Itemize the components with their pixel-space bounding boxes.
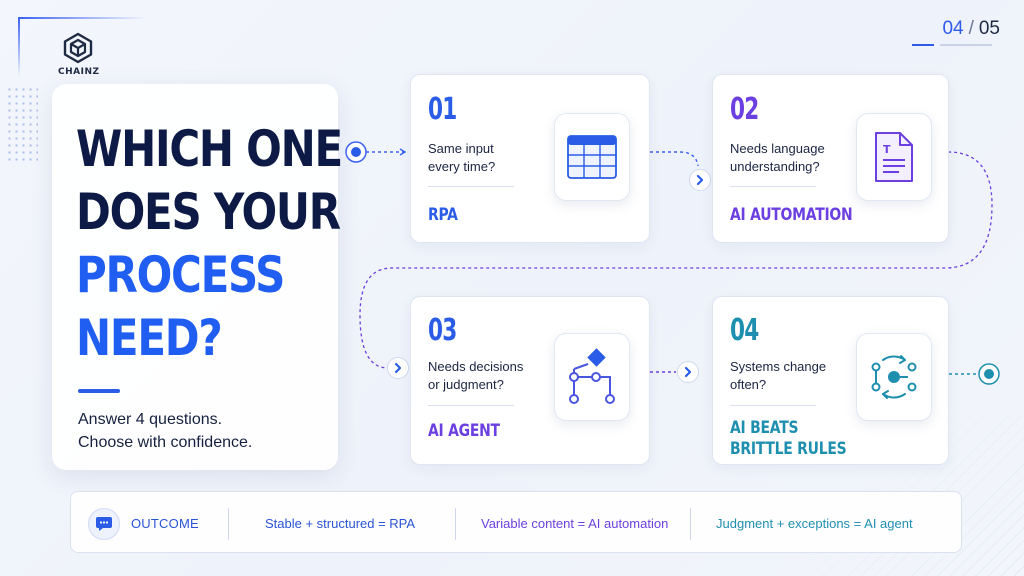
page-current: 04 xyxy=(942,18,964,39)
decorative-dot-grid xyxy=(6,86,38,164)
step-question-line: or judgment? xyxy=(428,377,504,392)
step-answer-line: RPA xyxy=(428,205,458,225)
flow-arrow-node xyxy=(387,357,409,379)
hero-title-line: PROCESS xyxy=(76,246,285,304)
flow-arrow-node xyxy=(677,361,699,383)
card-divider xyxy=(730,405,816,406)
page-separator: / xyxy=(968,18,974,39)
step-answer-line: BRITTLE RULES xyxy=(730,439,847,459)
step-answer-line: AI BEATS xyxy=(730,418,799,438)
chat-bubble-icon xyxy=(96,517,112,531)
card-divider xyxy=(428,186,514,187)
hero-title-line: NEED? xyxy=(76,309,223,367)
hero-subtitle-line: Answer 4 questions. xyxy=(78,411,223,428)
step-icon-box: T xyxy=(856,113,932,201)
outcome-divider xyxy=(690,508,691,540)
hero-divider xyxy=(78,389,120,393)
hero-card xyxy=(52,84,338,470)
step-question-line: Same input xyxy=(428,141,494,156)
card-divider xyxy=(428,405,514,406)
flow-end-node xyxy=(978,363,1000,385)
step-question: Systems change often? xyxy=(730,358,826,394)
step-answer: RPA xyxy=(428,205,458,226)
flow-start-node xyxy=(345,141,367,163)
page-progress-track xyxy=(940,44,992,46)
document-text-icon: T xyxy=(875,132,913,182)
step-question: Needs language understanding? xyxy=(730,140,825,176)
page-progress-active xyxy=(912,44,934,46)
card-divider xyxy=(730,186,816,187)
page-total: 05 xyxy=(978,18,1000,39)
step-question-line: understanding? xyxy=(730,159,820,174)
step-question: Same input every time? xyxy=(428,140,495,176)
step-question-line: Needs language xyxy=(730,141,825,156)
outcome-divider xyxy=(228,508,229,540)
spreadsheet-icon xyxy=(567,135,617,179)
hero-subtitle: Answer 4 questions. Choose with confiden… xyxy=(78,408,252,454)
step-number: 04 xyxy=(730,313,759,348)
step-answer-line: AI AUTOMATION xyxy=(730,205,853,225)
outcome-item-rpa: Stable + structured = RPA xyxy=(265,516,416,531)
step-number: 03 xyxy=(428,313,457,348)
flow-arrow-node xyxy=(689,169,711,191)
step-question-line: Systems change xyxy=(730,359,827,374)
step-answer: AI BEATS BRITTLE RULES xyxy=(730,418,847,460)
hexagon-cube-icon xyxy=(63,32,93,64)
step-answer: AI AUTOMATION xyxy=(730,205,853,226)
svg-text:T: T xyxy=(883,143,891,156)
decorative-frame-line xyxy=(18,17,146,19)
decorative-frame-line xyxy=(18,17,20,77)
decision-flow-icon xyxy=(569,348,615,404)
brand-logo: CHAINZ xyxy=(58,32,100,77)
step-question-line: every time? xyxy=(428,159,496,174)
step-answer: AI AGENT xyxy=(428,421,500,442)
outcome-item-ai-automation: Variable content = AI automation xyxy=(481,516,669,531)
outcome-icon-badge xyxy=(88,508,120,540)
outcome-item-ai-agent: Judgment + exceptions = AI agent xyxy=(716,516,913,531)
step-number: 02 xyxy=(730,92,759,127)
outcome-bar xyxy=(70,491,962,553)
step-question: Needs decisions or judgment? xyxy=(428,358,523,394)
cycle-nodes-icon xyxy=(871,355,917,399)
step-number: 01 xyxy=(428,92,457,127)
step-answer-line: AI AGENT xyxy=(428,421,500,441)
step-icon-box xyxy=(554,113,630,201)
outcome-divider xyxy=(455,508,456,540)
hero-subtitle-line: Choose with confidence. xyxy=(78,434,253,451)
hero-title: WHICH ONE DOES YOUR PROCESS NEED? xyxy=(76,118,343,370)
outcome-label: OUTCOME xyxy=(131,516,199,531)
page-indicator: 04/05 xyxy=(942,18,1000,40)
step-icon-box xyxy=(856,333,932,421)
brand-name: CHAINZ xyxy=(58,67,100,77)
step-icon-box xyxy=(554,333,630,421)
step-question-line: Needs decisions xyxy=(428,359,524,374)
step-question-line: often? xyxy=(730,377,767,392)
